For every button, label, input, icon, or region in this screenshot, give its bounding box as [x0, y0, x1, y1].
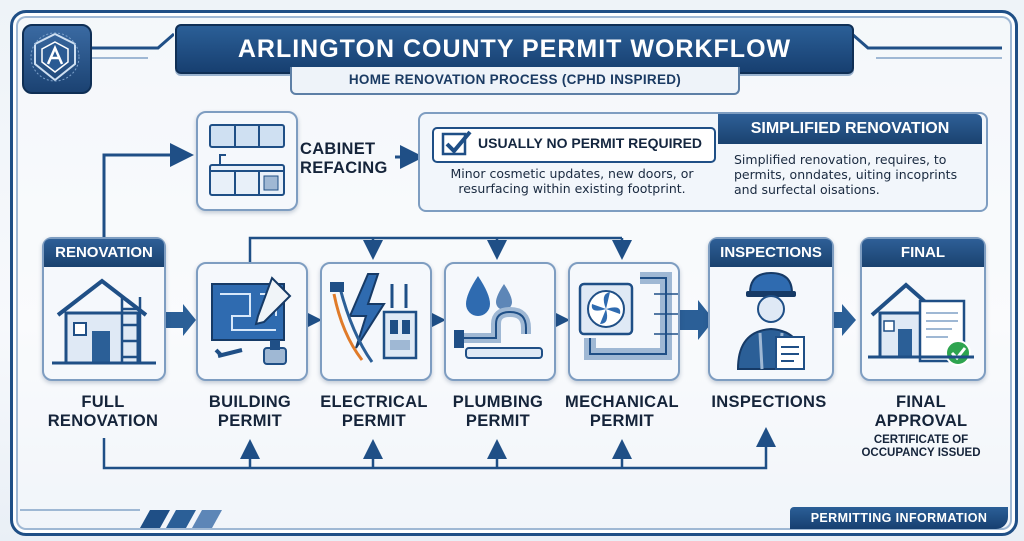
page-subtitle: HOME RENOVATION PROCESS (CPHD INSPIRED) [290, 67, 740, 95]
inspector-icon [736, 271, 806, 370]
simplified-line2: permits, onndates, uiting incoprints [734, 167, 958, 182]
footer-label: PERMITTING INFORMATION [790, 507, 1008, 529]
simplified-renovation-title: SIMPLIFIED RENOVATION [718, 114, 982, 144]
renovation-card: RENOVATION [42, 237, 166, 381]
no-permit-line1: Minor cosmetic updates, new doors, or [450, 166, 694, 181]
building-permit-card [196, 262, 308, 381]
electrical-permit-card [320, 262, 432, 381]
step-caption-renovation-line2: RENOVATION [47, 412, 159, 430]
step-caption-plumbing: PLUMBING PERMIT [436, 393, 560, 431]
inspections-card: INSPECTIONS [708, 237, 834, 381]
step-caption-plumbing-line1: PLUMBING [452, 393, 544, 411]
simplified-line3: and surfectal oisations. [734, 182, 880, 197]
step-caption-mechanical: MECHANICAL PERMIT [556, 393, 688, 431]
step-caption-electrical-line2: PERMIT [341, 412, 407, 430]
inspections-tab: INSPECTIONS [710, 239, 832, 267]
header-left-deco [88, 32, 174, 59]
cabinet-caption-line2: REFACING [300, 159, 388, 177]
step-caption-final-line2: APPROVAL [874, 412, 968, 430]
final-tab: FINAL [862, 239, 984, 267]
kitchen-cabinet-icon [209, 124, 285, 196]
step-caption-building-line1: BUILDING [208, 393, 292, 411]
no-permit-tag [432, 127, 716, 163]
page-title: ARLINGTON COUNTY PERMIT WORKFLOW [175, 24, 854, 74]
county-seal-logo [22, 24, 92, 94]
step-caption-electrical: ELECTRICAL PERMIT [312, 393, 436, 431]
final-note-line2: OCCUPANCY ISSUED [861, 447, 981, 459]
faucet-icon [454, 276, 543, 359]
house-certificate-icon [868, 282, 974, 366]
cabinet-caption: CABINET REFACING [300, 140, 392, 178]
blueprint-icon [211, 276, 292, 365]
step-caption-inspections: INSPECTIONS [700, 393, 838, 412]
step-caption-renovation: FULL RENOVATION [38, 393, 168, 431]
step-caption-renovation-line1: FULL [81, 393, 125, 411]
checkbox-check-icon [441, 130, 472, 156]
hvac-fan-icon [578, 272, 678, 360]
footer-left-deco [20, 509, 222, 528]
cabinet-refacing-card [196, 111, 298, 211]
step-caption-building: BUILDING PERMIT [188, 393, 312, 431]
step-caption-mechanical-line1: MECHANICAL [565, 393, 679, 411]
step-caption-building-line2: PERMIT [217, 412, 283, 430]
no-permit-tag-label: USUALLY NO PERMIT REQUIRED [478, 135, 703, 151]
mechanical-permit-card [568, 262, 680, 381]
final-note-line1: CERTIFICATE OF [873, 434, 969, 446]
step-caption-mechanical-line2: PERMIT [589, 412, 655, 430]
final-certificate-note: CERTIFICATE OF OCCUPANCY ISSUED [852, 434, 990, 460]
cabinet-caption-line1: CABINET [300, 140, 376, 158]
step-caption-inspections-line1: INSPECTIONS [711, 393, 827, 411]
step-caption-plumbing-line2: PERMIT [465, 412, 531, 430]
step-caption-electrical-line1: ELECTRICAL [320, 393, 428, 411]
step-caption-final-line1: FINAL [895, 393, 947, 411]
header-right-deco [852, 32, 1002, 59]
final-card: FINAL [860, 237, 986, 381]
simplified-line1: Simplified renovation, requires, to [734, 152, 947, 167]
renovation-tab: RENOVATION [44, 239, 164, 267]
step-caption-final: FINAL APPROVAL [852, 393, 990, 431]
house-scaffold-icon [52, 278, 156, 365]
plumbing-permit-card [444, 262, 556, 381]
electrical-panel-icon [330, 273, 418, 363]
no-permit-line2: resurfacing within existing footprint. [458, 181, 686, 196]
simplified-description: Simplified renovation, requires, to perm… [734, 152, 980, 197]
no-permit-description: Minor cosmetic updates, new doors, or re… [430, 166, 714, 196]
county-seal-icon [30, 32, 80, 82]
